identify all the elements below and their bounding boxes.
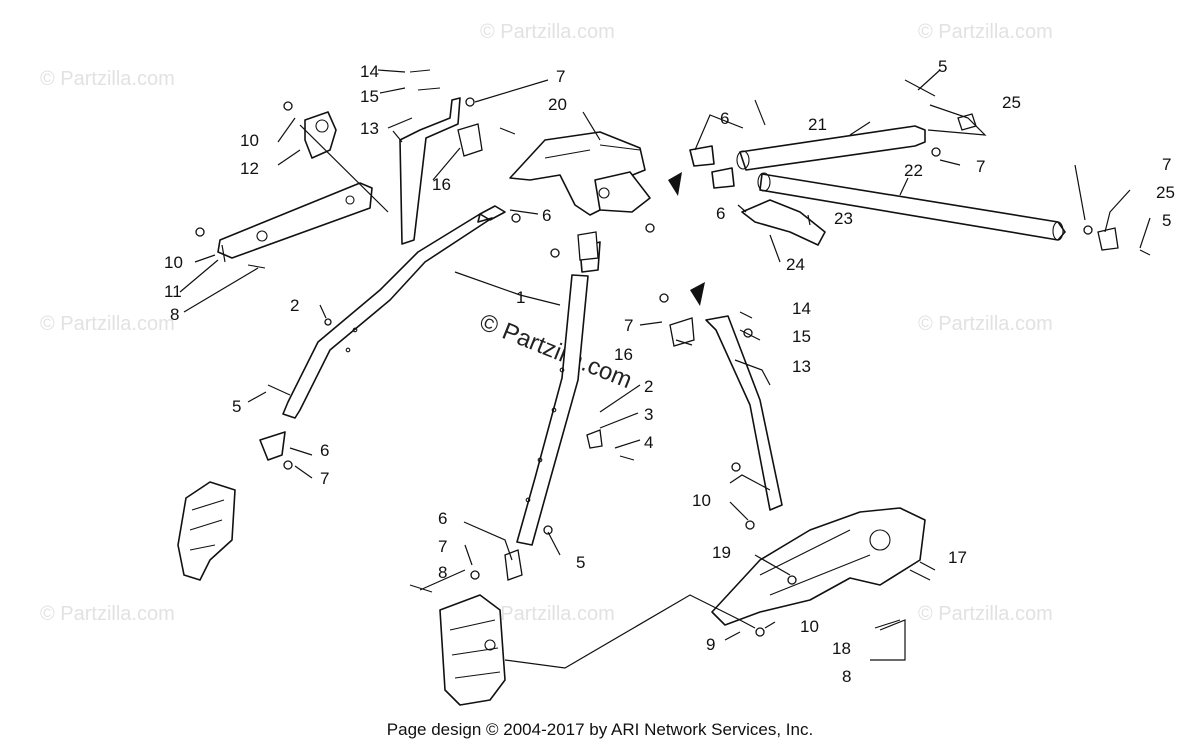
callout-8: 8 [170,305,179,324]
callout-5: 5 [232,397,241,416]
callout-7: 7 [624,316,633,335]
callout-24: 24 [786,255,805,274]
callout-1: 1 [516,288,525,307]
callout-14: 14 [360,62,379,81]
callout-10: 10 [240,131,259,150]
callout-8: 8 [842,667,851,686]
callout-6: 6 [720,109,729,128]
tube-bracket [741,199,826,246]
callout-5: 5 [938,57,947,76]
upright-bar-right [705,315,783,511]
callout-19: 19 [712,543,731,562]
callout-25: 25 [1156,183,1175,202]
left-mount-bracket [217,111,373,259]
callout-10: 10 [692,491,711,510]
callout-10: 10 [800,617,819,636]
watermark: © Partzilla.com [40,603,175,625]
callout-labels: 14 15 13 7 20 10 12 16 6 6 21 5 25 7 22 … [164,57,1175,686]
hardware-pieces [195,69,1151,637]
right-frame-bracket [711,507,926,626]
callout-6: 6 [542,206,551,225]
watermark: © Partzilla.com [480,21,615,43]
callout-6: 6 [438,509,447,528]
callout-7: 7 [1162,155,1171,174]
callout-6: 6 [320,441,329,460]
callout-12: 12 [240,159,259,178]
callout-7: 7 [556,67,565,86]
callout-23: 23 [834,209,853,228]
lower-left-frame-bracket [177,431,286,581]
callout-22: 22 [904,161,923,180]
callout-2: 2 [644,377,653,396]
callout-13: 13 [792,357,811,376]
callout-13: 13 [360,119,379,138]
callout-15: 15 [792,327,811,346]
callout-15: 15 [360,87,379,106]
callout-2: 2 [290,296,299,315]
watermark: © Partzilla.com [918,21,1053,43]
lower-cross-tube [757,172,1066,241]
watermark: © Partzilla.com [480,603,615,625]
center-gusset [509,131,651,216]
callout-7: 7 [976,157,985,176]
callout-10: 10 [164,253,183,272]
callout-16: 16 [614,345,633,364]
callout-5: 5 [1162,211,1171,230]
center-vertical-tube [516,241,601,546]
callout-7: 7 [320,469,329,488]
callout-18: 18 [832,639,851,658]
direction-arrows [668,172,705,306]
leader-lines [179,69,1151,669]
callout-16: 16 [432,175,451,194]
callout-11: 11 [164,282,182,301]
callout-6: 6 [716,204,725,223]
callout-20: 20 [548,95,567,114]
upper-cross-tube [689,125,926,189]
watermark: © Partzilla.com [40,68,175,90]
callout-21: 21 [808,115,827,134]
watermark: © Partzilla.com [40,313,175,335]
callout-25: 25 [1002,93,1021,112]
watermark: © Partzilla.com [918,313,1053,335]
callout-9: 9 [706,635,715,654]
watermark-center: © Partzilla.com [476,309,636,395]
callout-8: 8 [438,563,447,582]
callout-4: 4 [644,433,653,452]
callout-3: 3 [644,405,653,424]
callout-17: 17 [948,548,967,567]
lower-center-frame-bracket [439,594,506,706]
callout-7: 7 [438,537,447,556]
upright-bar-left [399,97,461,245]
callout-14: 14 [792,299,811,318]
main-tube-left [282,205,506,419]
watermark: © Partzilla.com [918,603,1053,625]
callout-5: 5 [576,553,585,572]
copyright-footer: Page design © 2004-2017 by ARI Network S… [386,720,814,739]
